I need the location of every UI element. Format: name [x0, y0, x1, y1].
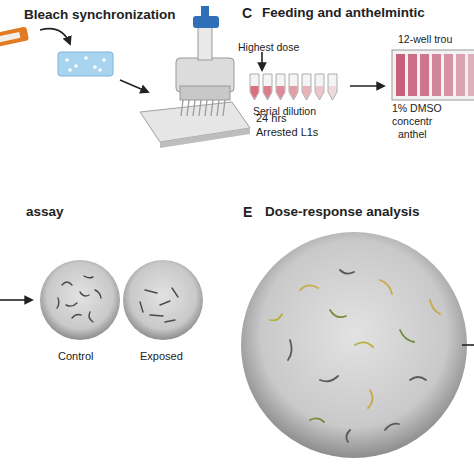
panel-heading: Dose-response analysis: [265, 205, 420, 220]
annotation-text: concentr: [392, 116, 432, 128]
annotation-text: Serial dilution: [253, 106, 316, 118]
panel-heading: C: [242, 6, 252, 21]
panel-heading: Bleach synchronization: [24, 8, 176, 23]
annotation-text: Highest dose: [238, 42, 299, 54]
panel-heading: Feeding and anthelmintic: [262, 6, 425, 21]
assay-illustration: [0, 260, 203, 340]
annotation-text: 12-well trou: [398, 34, 452, 46]
dose-response-illustration: [241, 232, 474, 458]
annotation-text: Arrested L1s: [256, 126, 318, 138]
annotation-text: Exposed: [140, 350, 183, 362]
dilution-illustration: [250, 50, 474, 100]
annotation-text: Control: [58, 350, 93, 362]
bleach-illustration: [0, 6, 250, 148]
panel-heading: E: [243, 205, 252, 220]
annotation-text: 1% DMSO: [392, 103, 442, 115]
annotation-text: anthel: [398, 129, 427, 141]
panel-heading: assay: [26, 205, 64, 220]
